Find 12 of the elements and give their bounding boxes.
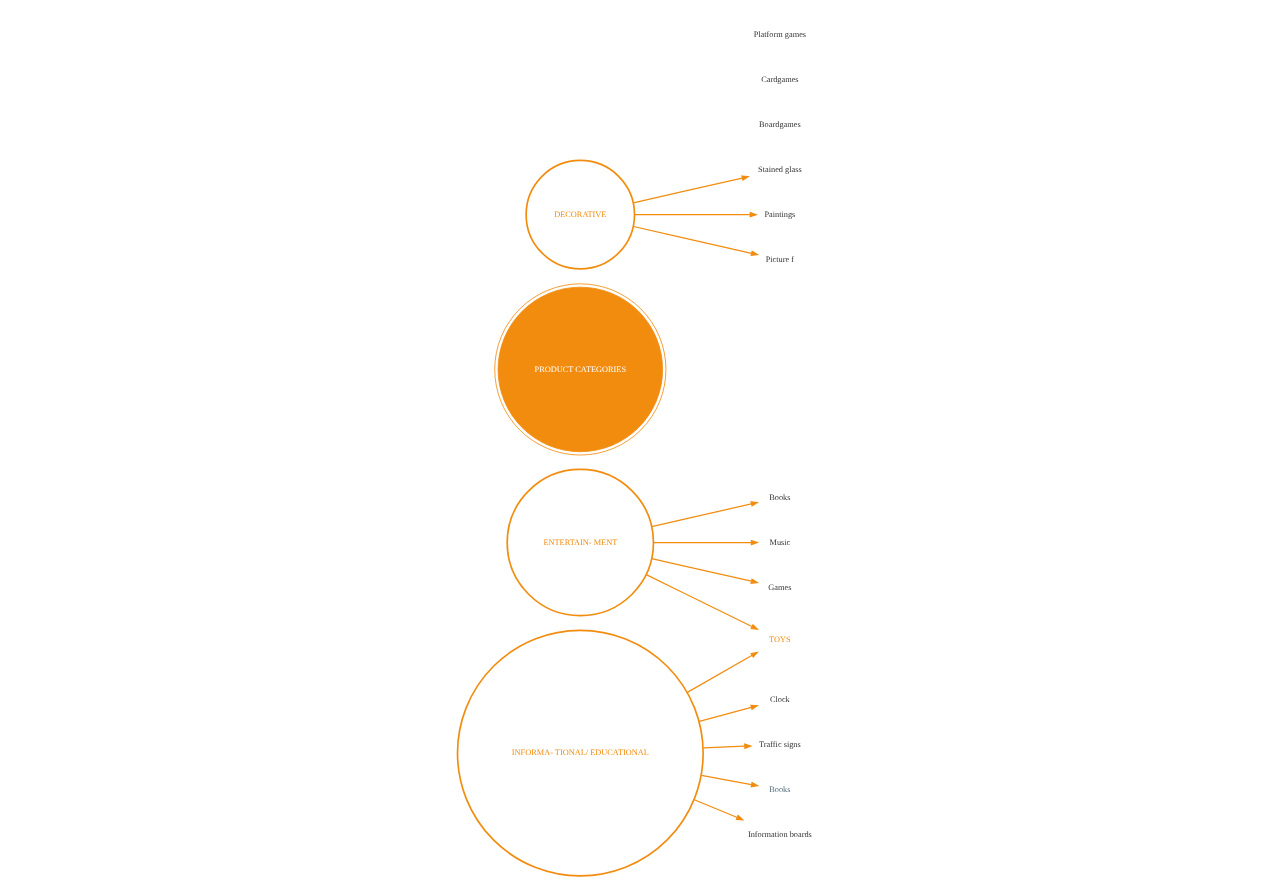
arrow: [645, 573, 760, 631]
arrow: [698, 704, 759, 722]
arrow: [700, 774, 760, 788]
arrow: [634, 211, 758, 218]
arrow: [652, 539, 760, 546]
arrow: [702, 743, 753, 750]
arrow: [651, 501, 760, 528]
arrow: [651, 557, 760, 584]
arrow: [693, 799, 745, 821]
arrow: [686, 651, 759, 693]
arrow: [632, 175, 750, 204]
arrow: [632, 225, 760, 257]
